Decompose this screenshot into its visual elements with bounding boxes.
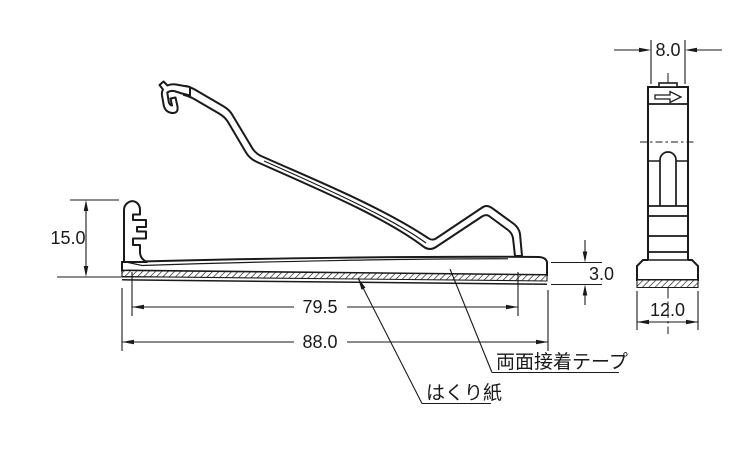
dim-inner-width-text: 79.5 — [302, 297, 337, 317]
spring-arm-fold-line — [263, 160, 427, 244]
base-plate-top-face-line — [125, 258, 509, 267]
release-paper-line — [121, 279, 548, 286]
dim-end-base-width-text: 12.0 — [650, 300, 685, 320]
dim-inner-width — [131, 272, 519, 316]
dim-thickness-text: 3.0 — [589, 264, 614, 284]
latch-post — [123, 200, 148, 263]
base-plate-outline — [121, 255, 548, 277]
dim-height-text: 15.0 — [50, 228, 85, 248]
release-paper-leader — [357, 277, 491, 405]
dim-end-width — [614, 40, 722, 84]
tape-leader — [449, 268, 619, 374]
direction-arrow-icon — [654, 90, 683, 104]
spring-arm — [183, 85, 523, 257]
dim-height — [57, 199, 178, 278]
dim-thickness — [551, 240, 602, 305]
spring-arm-hook — [158, 80, 191, 115]
end-view: 8.0 12.0 — [614, 40, 722, 334]
dim-end-width-text: 8.0 — [655, 40, 680, 60]
dim-end-base-width — [636, 291, 699, 330]
end-slot — [659, 151, 677, 206]
tape-label: 両面接着テープ — [496, 351, 628, 373]
release-paper-label: はくり紙 — [426, 382, 502, 404]
end-tape-hatch-band — [636, 279, 699, 289]
end-flange — [636, 259, 699, 281]
dim-overall-width-text: 88.0 — [302, 332, 337, 352]
dim-overall-width — [121, 288, 549, 351]
end-body — [647, 86, 689, 260]
side-view: 15.0 79.5 88.0 — [50, 80, 628, 405]
tape-hatch-band — [121, 269, 548, 282]
end-body-top-tab — [658, 82, 678, 88]
